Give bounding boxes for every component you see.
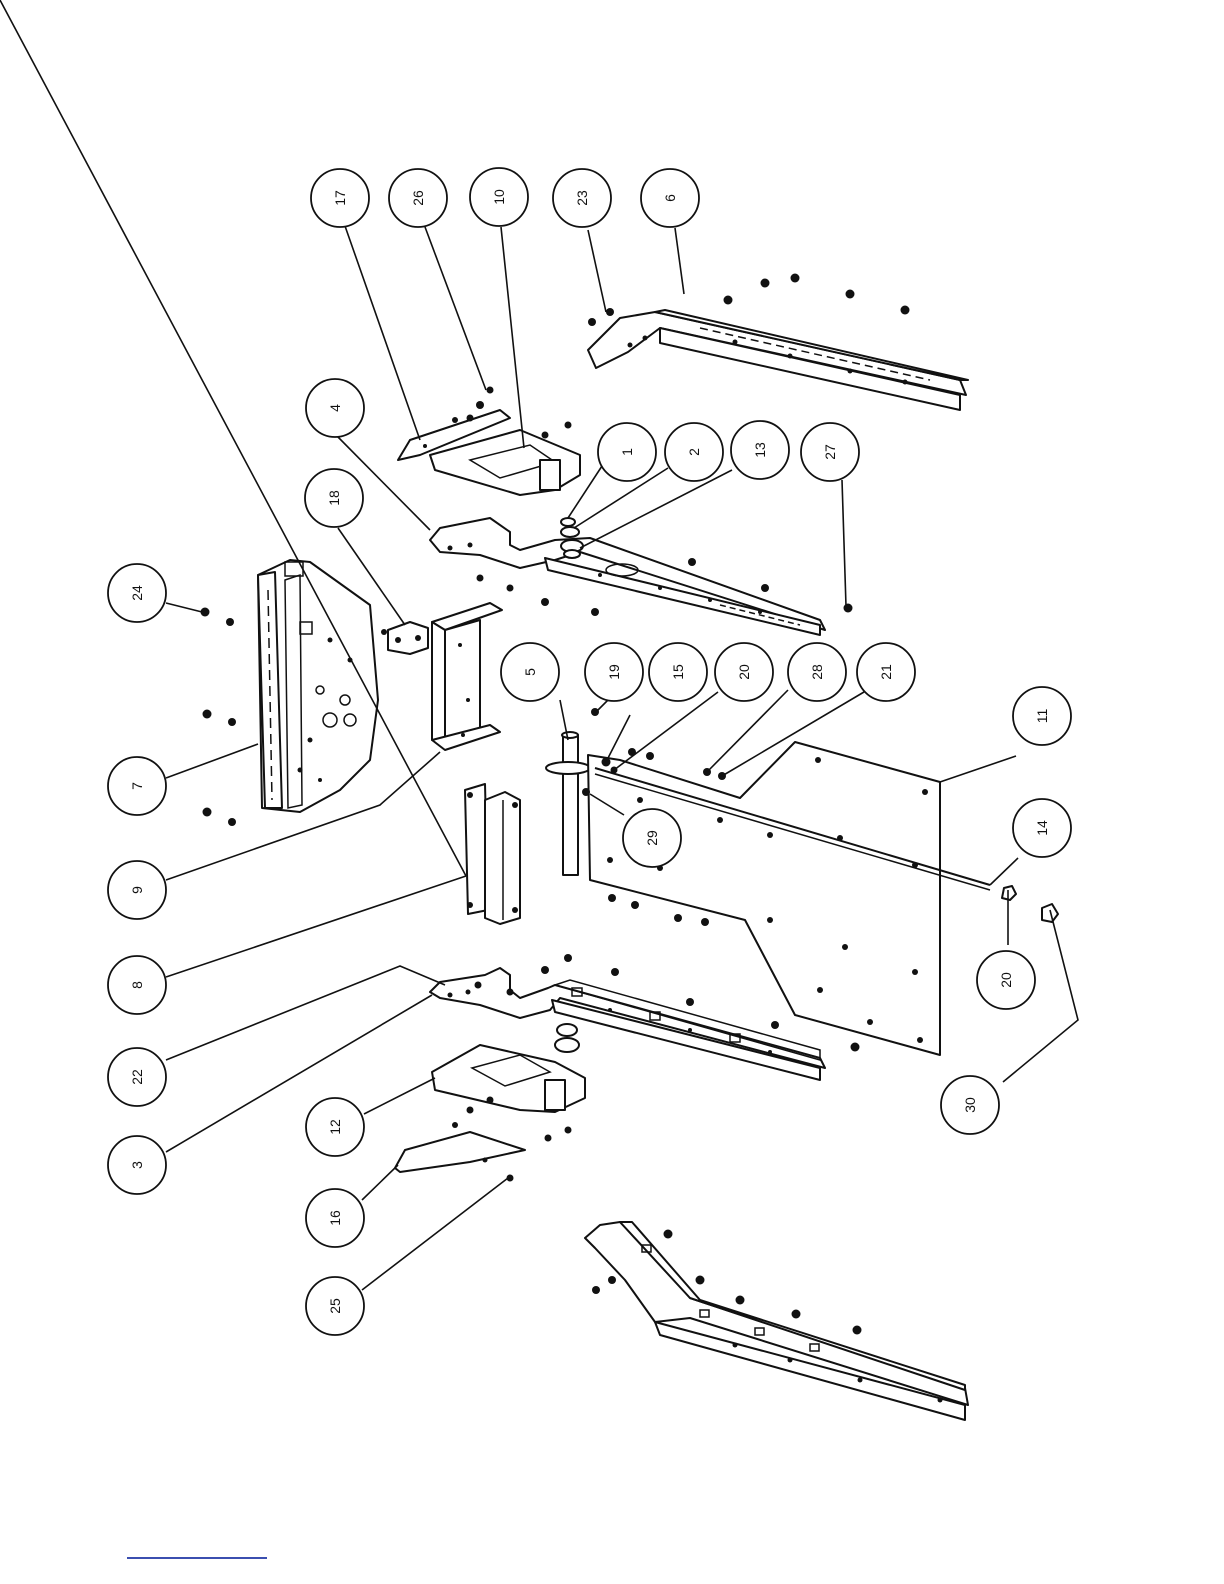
callout-label: 9 (129, 886, 145, 894)
footer-rule (127, 1557, 267, 1559)
callout-label: 26 (410, 190, 426, 206)
callout-label: 6 (662, 194, 678, 202)
callout-c19: 19 (585, 643, 643, 701)
callout-label: 29 (644, 830, 660, 846)
callout-label: 25 (327, 1298, 343, 1314)
part-6-upper-rail (588, 310, 968, 410)
callout-label: 28 (809, 664, 825, 680)
callout-c12: 12 (306, 1098, 364, 1156)
callout-c2: 2 (665, 423, 723, 481)
lower-rail (585, 1222, 968, 1420)
callout-c4: 4 (306, 379, 364, 437)
callout-c6: 6 (641, 169, 699, 227)
callout-c26: 26 (389, 169, 447, 227)
part-5-shaft (546, 732, 590, 875)
callout-c1: 1 (598, 423, 656, 481)
callout-label: 18 (326, 490, 342, 506)
callout-c14: 14 (1013, 799, 1071, 857)
callout-label: 14 (1034, 820, 1050, 836)
callout-label: 15 (670, 664, 686, 680)
callout-label: 16 (327, 1210, 343, 1226)
callout-label: 23 (574, 190, 590, 206)
callout-c24: 24 (108, 564, 166, 622)
callout-c3: 3 (108, 1136, 166, 1194)
callout-label: 30 (962, 1097, 978, 1113)
callout-c11: 11 (1013, 687, 1071, 745)
callout-c28: 28 (788, 643, 846, 701)
callout-c9: 9 (108, 861, 166, 919)
callout-c21: 21 (857, 643, 915, 701)
callout-c30: 30 (941, 1076, 999, 1134)
bolts-part-7 (201, 608, 237, 827)
callout-label: 7 (129, 782, 145, 790)
callout-label: 12 (327, 1119, 343, 1135)
callout-label: 3 (129, 1161, 145, 1169)
callout-c20a: 20 (715, 643, 773, 701)
callout-label: 27 (822, 444, 838, 460)
callout-c25: 25 (306, 1277, 364, 1335)
callout-label: 1 (619, 448, 635, 456)
callout-label: 20 (736, 664, 752, 680)
part-12-lower-mount (432, 1045, 585, 1142)
callout-c23: 23 (553, 169, 611, 227)
callout-label: 10 (491, 189, 507, 205)
callout-label: 24 (129, 585, 145, 601)
callout-label: 17 (332, 190, 348, 206)
callout-label: 20 (998, 972, 1014, 988)
part-4-upper-crossbeam (430, 518, 825, 635)
callout-label: 11 (1034, 709, 1050, 724)
nuts-20-30 (1002, 886, 1058, 922)
callout-c20b: 20 (977, 951, 1035, 1009)
part-8-vertical-channels (465, 784, 520, 924)
callout-label: 5 (522, 668, 538, 676)
part-16-lower-bracket (395, 1132, 525, 1172)
callout-label: 4 (327, 404, 343, 412)
callout-c17: 17 (311, 169, 369, 227)
callout-label: 21 (878, 664, 894, 680)
callout-label: 22 (129, 1069, 145, 1085)
callout-c29: 29 (623, 809, 681, 867)
callout-label: 2 (686, 448, 702, 456)
callout-label: 19 (606, 664, 622, 680)
callout-c5: 5 (501, 643, 559, 701)
callout-c15: 15 (649, 643, 707, 701)
callout-label: 8 (129, 981, 145, 989)
callout-c27: 27 (801, 423, 859, 481)
callout-c8: 8 (108, 956, 166, 1014)
callout-c22: 22 (108, 1048, 166, 1106)
part-9-u-channel (432, 603, 502, 750)
callout-c13: 13 (731, 421, 789, 479)
callout-label: 13 (752, 442, 768, 458)
callout-c18: 18 (305, 469, 363, 527)
part-18-hinge (381, 622, 428, 654)
callout-c10: 10 (470, 168, 528, 226)
callout-c16: 16 (306, 1189, 364, 1247)
callout-c7: 7 (108, 757, 166, 815)
